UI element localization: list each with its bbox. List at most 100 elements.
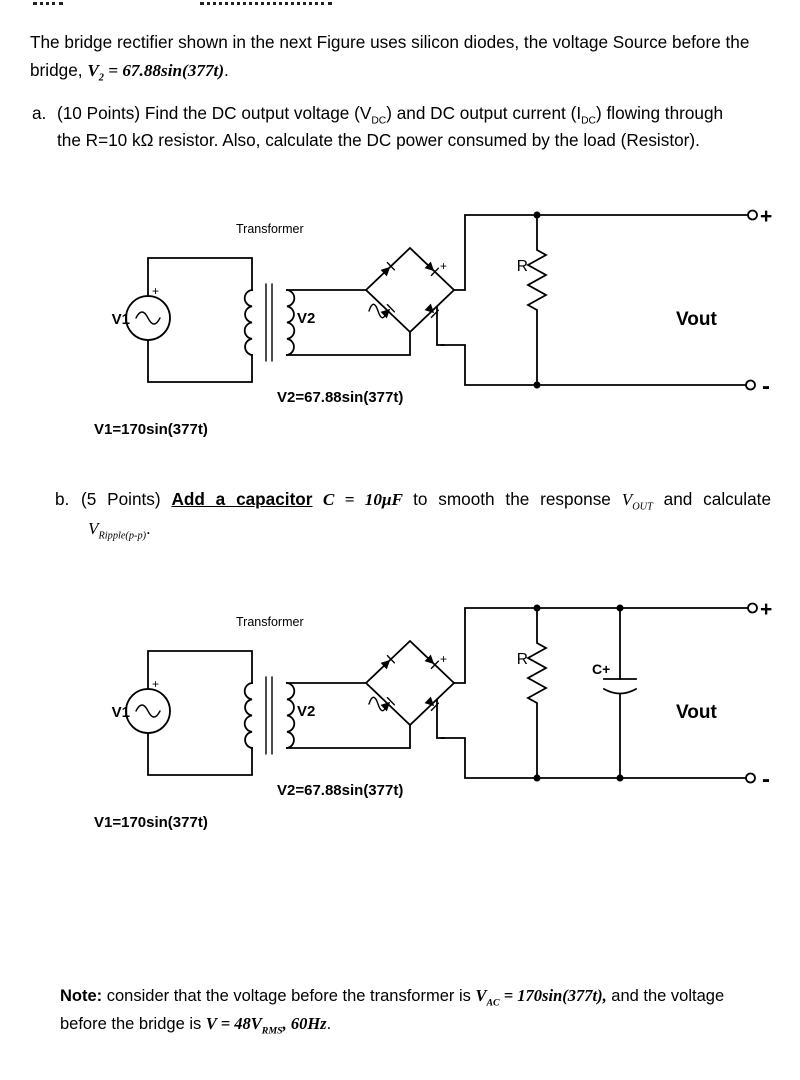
terminal-plus-sign: + xyxy=(760,598,772,621)
sine-wave-icon xyxy=(135,311,161,325)
wire-dc-positive xyxy=(453,607,749,684)
diode-triangle xyxy=(424,303,435,314)
capacitor-value: C = 10μF xyxy=(312,490,414,509)
cutoff-text-remnant xyxy=(200,2,332,5)
part-b-line1: b. (5 Points) Add a capacitor C = 10μF to… xyxy=(55,487,771,513)
v1-equation: V1=170sin(377t) xyxy=(94,421,208,438)
wire-dc-negative xyxy=(436,699,749,779)
wire-secondary-bottom xyxy=(286,331,411,356)
circuit-diagram-a: + V1 Transformer V2 + - R + - Vout V2=67… xyxy=(94,205,772,438)
sine-wave-icon xyxy=(135,704,161,718)
wire-dc-negative xyxy=(436,306,749,386)
intro-line1: The bridge rectifier shown in the next F… xyxy=(30,32,750,53)
transformer-core xyxy=(265,283,273,362)
diode-icon xyxy=(424,261,440,277)
transformer-label: Transformer xyxy=(236,222,304,236)
part-b-underlined: Add a capacitor xyxy=(171,489,313,509)
vrms-expression: V = 48VRMS, 60Hz xyxy=(205,1014,327,1037)
note-seg1: consider that the voltage before the tra… xyxy=(102,987,476,1005)
terminal-plus-sign: + xyxy=(760,205,772,228)
part-a-seg1: (10 Points) Find the DC output voltage (… xyxy=(57,103,372,123)
v1-label: V1 xyxy=(112,704,130,721)
diode-triangle xyxy=(424,696,435,707)
diode-icon xyxy=(380,654,396,670)
vout-symbol: VOUT xyxy=(621,490,653,513)
diode-triangle xyxy=(380,659,391,670)
vout-label: Vout xyxy=(676,702,717,723)
capacitor-label: C+ xyxy=(592,661,610,677)
ac-wave-icon xyxy=(368,303,388,319)
junction-dot xyxy=(616,774,624,782)
part-b-seg2: to smooth the response xyxy=(413,489,622,509)
part-a-seg3: ) flowing through xyxy=(596,103,724,123)
part-b-line2: VRipple(p-p). xyxy=(88,516,771,542)
note-period: . xyxy=(326,1015,332,1034)
v2-equation: V2=67.88sin(377t) xyxy=(277,389,403,406)
resistor-label: R xyxy=(517,651,528,668)
vac-expression: VAC = 170sin(377t), xyxy=(475,986,607,1009)
transformer-primary-coil xyxy=(243,289,254,357)
vout-label: Vout xyxy=(676,309,717,330)
part-b-marker: b. xyxy=(55,489,70,509)
transformer-primary-coil xyxy=(243,682,254,750)
wire-dc-positive xyxy=(453,214,749,291)
junction-dot xyxy=(533,774,541,782)
intro-line2-prefix: bridge, xyxy=(30,59,88,80)
cutoff-text-remnant xyxy=(33,2,63,5)
wire-secondary-bottom xyxy=(286,724,411,749)
question-part-a: a. (10 Points) Find the DC output voltag… xyxy=(32,100,770,153)
vdc-subscript: DC xyxy=(371,115,387,127)
part-b-seg1: (5 Points) xyxy=(81,489,172,509)
idc-subscript: DC xyxy=(581,115,597,127)
resistor-r xyxy=(526,214,548,386)
diode-triangle xyxy=(380,266,391,277)
capacitor-bottom-plate xyxy=(602,687,638,695)
part-a-seg2: ) and DC output current (I xyxy=(386,103,582,123)
diode-bar xyxy=(430,267,440,277)
junction-dot xyxy=(533,381,541,389)
source-plus-sign: + xyxy=(152,677,159,691)
v2-label: V2 xyxy=(297,310,315,327)
ac-wave-icon xyxy=(368,696,388,712)
circuit-diagram-b: + V1 Transformer V2 + - R C+ + - xyxy=(94,598,772,831)
output-terminal-negative xyxy=(745,379,756,391)
transformer-secondary-coil xyxy=(285,682,296,750)
bridge-plus-sign: + xyxy=(440,652,447,666)
diode-bar xyxy=(386,261,396,271)
diode-icon xyxy=(424,654,440,670)
bridge-plus-sign: + xyxy=(440,259,447,273)
wire-primary-top xyxy=(147,650,253,690)
question-part-b: b. (5 Points) Add a capacitor C = 10μF to… xyxy=(55,487,771,542)
output-terminal-positive xyxy=(747,209,758,221)
note-line2-prefix: before the bridge is xyxy=(60,1015,206,1034)
transformer-secondary-coil xyxy=(285,289,296,357)
resistor-r xyxy=(526,607,548,779)
terminal-minus-sign: - xyxy=(762,766,770,793)
v1-label: V1 xyxy=(112,311,130,328)
part-b-period: . xyxy=(146,517,151,538)
output-terminal-negative xyxy=(745,772,756,784)
part-a-text: (10 Points) Find the DC output voltage (… xyxy=(57,100,723,153)
wire-primary-bottom xyxy=(147,339,253,383)
v2-equation: V2=67.88sin(377t) xyxy=(277,782,403,799)
part-b-seg3: and calculate xyxy=(652,489,771,509)
source-plus-sign: + xyxy=(152,284,159,298)
v2-label: V2 xyxy=(297,703,315,720)
v1-equation: V1=170sin(377t) xyxy=(94,814,208,831)
transformer-core xyxy=(265,676,273,755)
terminal-minus-sign: - xyxy=(762,373,770,400)
diode-bar xyxy=(430,660,440,670)
note-paragraph: Note: consider that the voltage before t… xyxy=(60,982,774,1038)
intro-paragraph: The bridge rectifier shown in the next F… xyxy=(30,29,774,84)
vripple-symbol: VRipple(p-p) xyxy=(88,518,147,542)
note-seg2: and the voltage xyxy=(606,987,725,1005)
diode-bar xyxy=(386,654,396,664)
part-a-marker: a. xyxy=(32,103,47,123)
note-label: Note: xyxy=(60,987,103,1005)
v2-source-expression: V2 = 67.88sin(377t) xyxy=(87,60,225,84)
output-terminal-positive xyxy=(747,602,758,614)
part-a-line2: the R=10 kΩ resistor. Also, calculate th… xyxy=(57,129,700,150)
transformer-label: Transformer xyxy=(236,615,304,629)
diode-triangle xyxy=(424,654,435,665)
